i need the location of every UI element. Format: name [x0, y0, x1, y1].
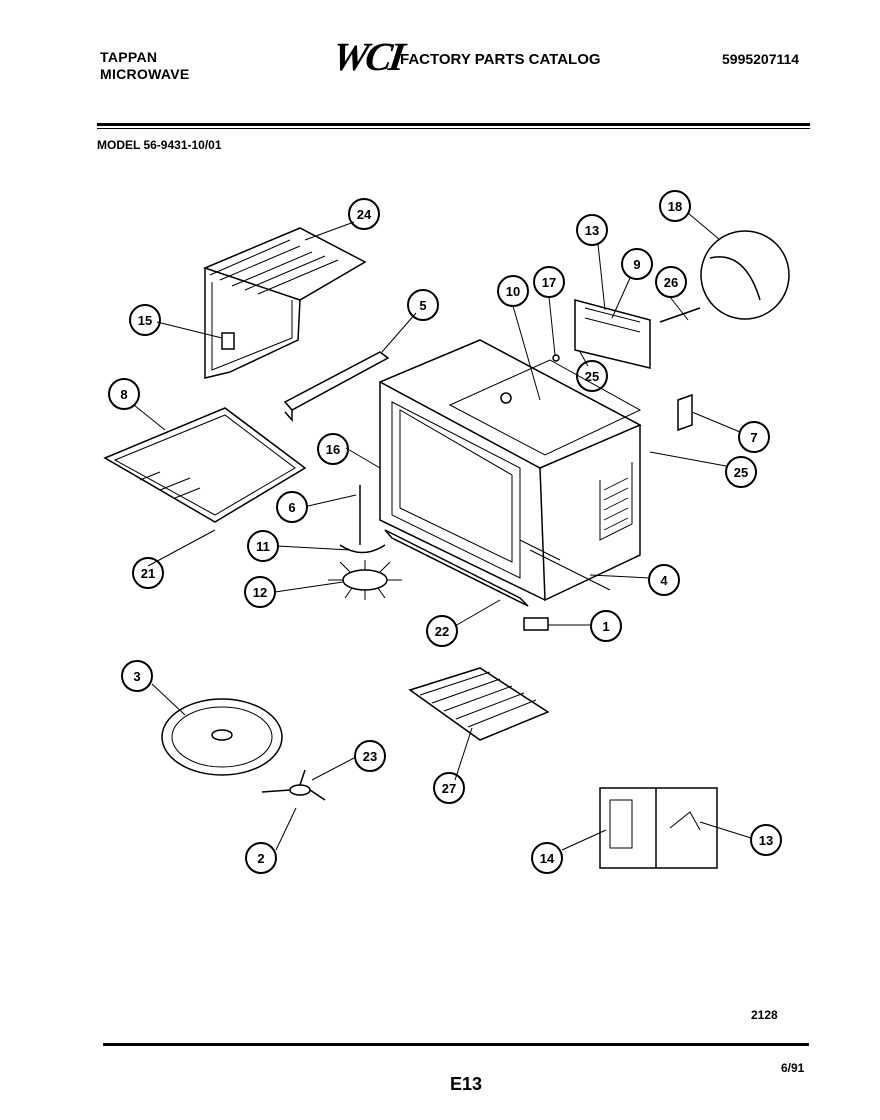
part-door-frame: [103, 407, 307, 523]
svg-text:14: 14: [540, 851, 555, 866]
part-rack: [408, 667, 550, 741]
part-side-bracket: [677, 393, 693, 432]
callout-3: 3: [121, 660, 153, 692]
part-oven-cavity: [378, 339, 642, 602]
callout-16: 16: [317, 433, 349, 465]
svg-text:25: 25: [734, 465, 748, 480]
callout-13: 13: [576, 214, 608, 246]
svg-text:18: 18: [668, 199, 682, 214]
inset-detail-box: [599, 787, 718, 869]
svg-text:11: 11: [256, 539, 270, 554]
svg-text:12: 12: [253, 585, 267, 600]
part-stirrer-assembly: [328, 485, 402, 600]
callout-26: 26: [655, 266, 687, 298]
part-bottom-plate: [384, 529, 529, 607]
svg-text:27: 27: [442, 781, 456, 796]
svg-text:4: 4: [660, 573, 668, 588]
svg-text:25: 25: [585, 369, 599, 384]
callout-6: 6: [276, 491, 308, 523]
svg-text:9: 9: [633, 257, 640, 272]
svg-text:23: 23: [363, 749, 377, 764]
header-rule: [97, 123, 810, 126]
callout-5: 5: [407, 289, 439, 321]
svg-text:26: 26: [664, 275, 678, 290]
svg-text:8: 8: [120, 387, 127, 402]
callout-25-lower: 25: [725, 456, 757, 488]
callout-25-upper: 25: [576, 360, 608, 392]
callout-7: 7: [738, 421, 770, 453]
part-harness-detail: [700, 230, 790, 320]
callout-12: 12: [244, 576, 276, 608]
part-top-rail: [283, 351, 390, 422]
callout-8: 8: [108, 378, 140, 410]
svg-text:6: 6: [288, 500, 295, 515]
catalog-part-number: 5995207114: [722, 51, 800, 67]
svg-text:3: 3: [133, 669, 140, 684]
part-foot: [523, 617, 549, 631]
svg-text:10: 10: [506, 284, 520, 299]
footer-rule: [103, 1043, 809, 1046]
svg-text:15: 15: [138, 313, 152, 328]
svg-text:17: 17: [542, 275, 556, 290]
callout-9: 9: [621, 248, 653, 280]
product-name: MICROWAVE: [100, 66, 190, 82]
callout-24: 24: [348, 198, 380, 230]
callout-21: 21: [132, 557, 164, 589]
svg-text:22: 22: [435, 624, 449, 639]
callout-14: 14: [531, 842, 563, 874]
svg-text:13: 13: [585, 223, 599, 238]
svg-text:13: 13: [759, 833, 773, 848]
svg-text:5: 5: [419, 298, 426, 313]
catalog-title: FACTORY PARTS CATALOG: [400, 51, 601, 68]
callout-1: 1: [590, 610, 622, 642]
callout-10: 10: [497, 275, 529, 307]
callout-15: 15: [129, 304, 161, 336]
svg-text:2: 2: [257, 851, 264, 866]
callout-27: 27: [433, 772, 465, 804]
part-roller-guide: [261, 769, 326, 801]
callout-circles: 24 15 5 8 16 6 11 21 12 10 17 13 9 18 26…: [108, 190, 782, 874]
model-number: MODEL 56-9431-10/01: [97, 138, 222, 152]
callout-17: 17: [533, 266, 565, 298]
part-outer-cover: [202, 227, 367, 379]
svg-text:24: 24: [357, 207, 372, 222]
callout-4: 4: [648, 564, 680, 596]
callout-22: 22: [426, 615, 458, 647]
callout-18: 18: [659, 190, 691, 222]
header-rule-thin: [97, 128, 810, 129]
callout-23: 23: [354, 740, 386, 772]
part-control-panel: [552, 299, 701, 369]
catalog-date: 6/91: [781, 1061, 805, 1075]
callout-13-inset: 13: [750, 824, 782, 856]
leader-lines: [133, 212, 752, 851]
callout-2: 2: [245, 842, 277, 874]
page-number: E13: [450, 1074, 483, 1094]
diagram-code: 2128: [751, 1008, 778, 1022]
svg-text:1: 1: [602, 619, 609, 634]
part-turntable: [161, 698, 283, 776]
svg-text:21: 21: [141, 566, 155, 581]
svg-text:16: 16: [326, 442, 340, 457]
brand-name: TAPPAN: [100, 49, 158, 65]
callout-11: 11: [247, 530, 279, 562]
brand-block: TAPPAN MICROWAVE: [100, 49, 190, 83]
svg-text:7: 7: [750, 430, 757, 445]
